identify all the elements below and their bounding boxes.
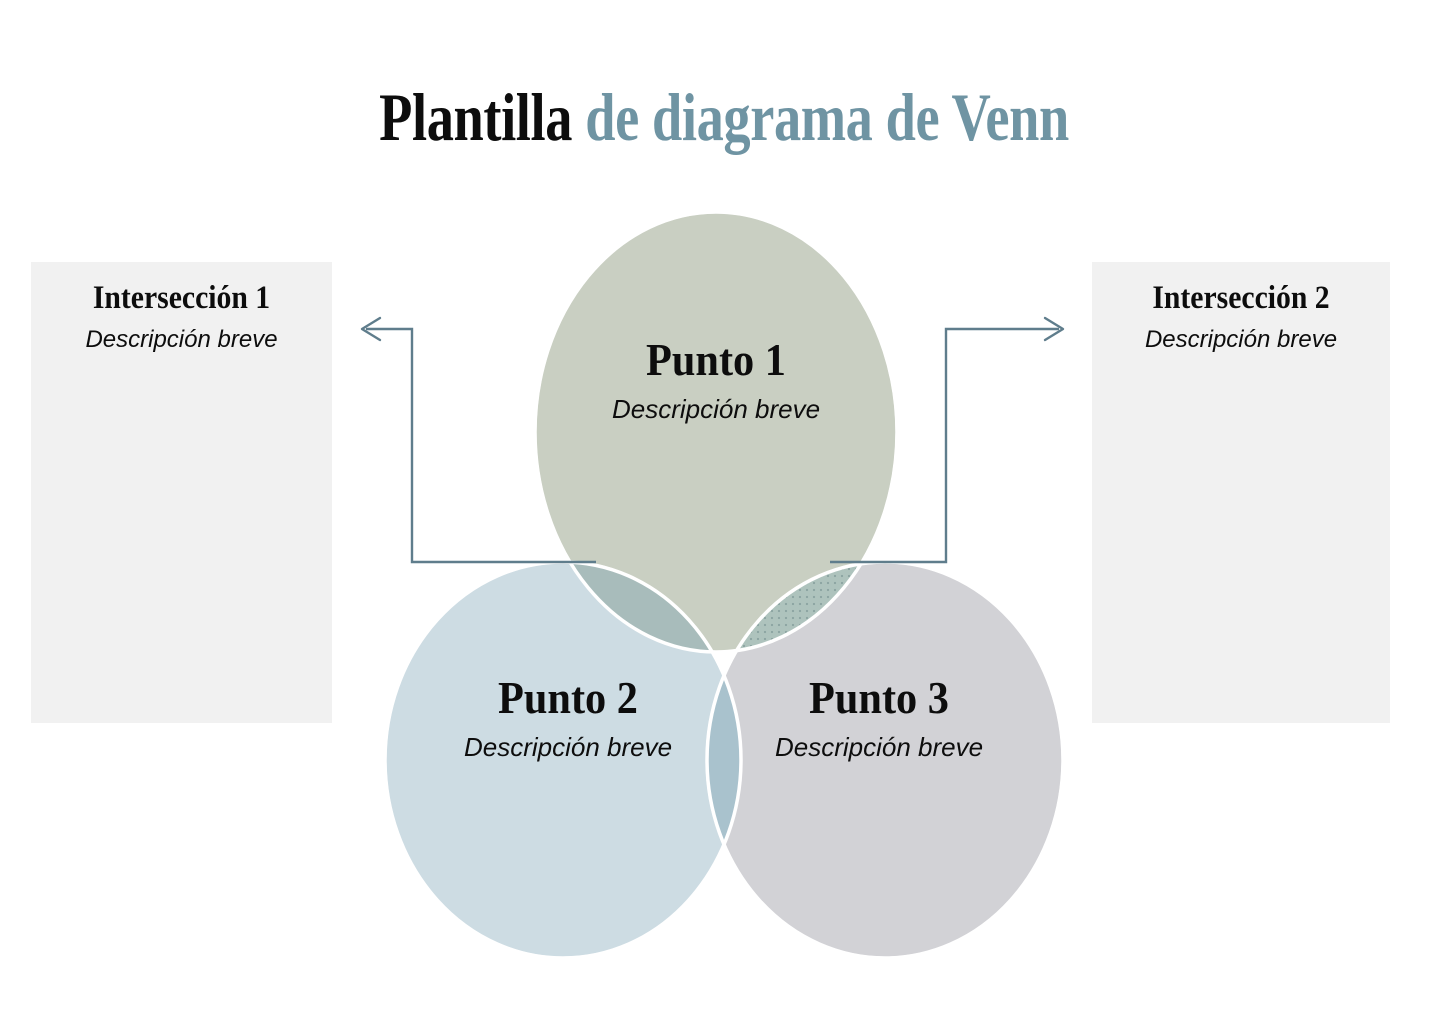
label-punto-1-description: Descripción breve: [611, 394, 821, 425]
label-punto-3-description: Descripción breve: [774, 732, 984, 763]
connector-left[interactable]: [360, 316, 596, 564]
label-punto-2-description: Descripción breve: [463, 732, 673, 763]
label-punto-1-title: Punto 1: [646, 334, 786, 385]
page-title-primary: Plantilla: [379, 79, 573, 155]
label-punto-2-title: Punto 2: [498, 672, 638, 723]
panel-interseccion-1-title: Intersección 1: [92, 280, 271, 316]
panel-interseccion-1-description: Descripción breve: [85, 326, 278, 354]
label-punto-2[interactable]: Punto 2 Descripción breve: [418, 672, 718, 763]
connector-right[interactable]: [830, 316, 1065, 564]
circle-punto-1-outline: [533, 210, 899, 654]
page-title-accent: de diagrama de Venn: [572, 79, 1069, 155]
label-punto-1[interactable]: Punto 1 Descripción breve: [566, 334, 866, 425]
label-punto-3[interactable]: Punto 3 Descripción breve: [729, 672, 1029, 763]
arrow-left-icon: [360, 316, 382, 342]
panel-interseccion-1[interactable]: Intersección 1 Descripción breve: [31, 262, 332, 723]
label-punto-3-title: Punto 3: [809, 672, 949, 723]
panel-interseccion-2[interactable]: Intersección 2 Descripción breve: [1092, 262, 1390, 723]
panel-interseccion-2-title: Intersección 2: [1152, 280, 1330, 316]
panel-interseccion-2-description: Descripción breve: [1144, 326, 1338, 354]
arrow-right-icon: [1043, 316, 1065, 342]
page-title: Plantilla de diagrama de Venn: [145, 78, 1303, 157]
